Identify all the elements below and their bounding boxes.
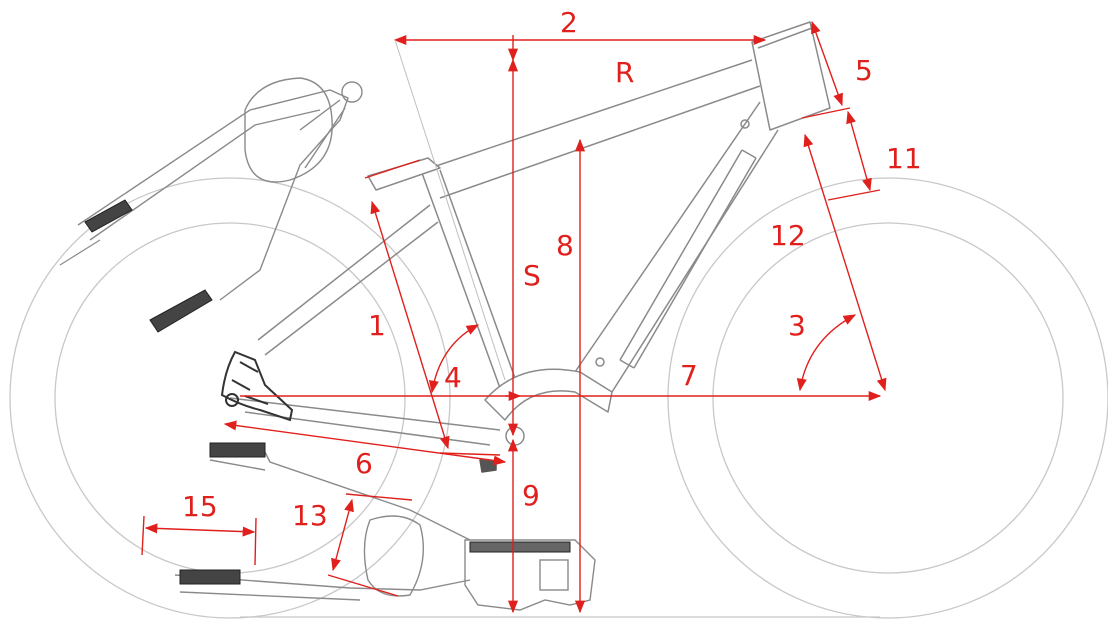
label-5: 5 xyxy=(855,54,873,87)
head-tube xyxy=(751,21,831,131)
chain-stay xyxy=(229,397,501,446)
label-r: R xyxy=(615,56,634,89)
top-tube xyxy=(429,59,761,199)
bike-frame xyxy=(229,21,831,473)
dim-1-line xyxy=(370,200,450,450)
label-s: S xyxy=(523,259,541,292)
label-6: 6 xyxy=(355,447,373,480)
label-1: 1 xyxy=(368,309,386,342)
label-11: 11 xyxy=(886,142,922,175)
dim-3-arc xyxy=(796,314,857,392)
dim-4-arc xyxy=(428,324,480,394)
dim-6-line xyxy=(223,420,507,466)
dim-5-line xyxy=(811,20,843,107)
loose-dropout-top-clamp xyxy=(84,199,213,333)
bottom-bracket xyxy=(505,426,525,446)
seat-tube xyxy=(417,161,521,393)
front-wheel xyxy=(667,177,1108,619)
dimension-labels: 2 R 5 11 12 8 S 1 4 3 7 6 9 13 15 xyxy=(182,6,922,532)
label-3: 3 xyxy=(788,309,806,342)
dim-15-line xyxy=(144,523,256,537)
label-2: 2 xyxy=(560,6,578,39)
loose-dropout-top xyxy=(77,77,363,301)
down-tube xyxy=(574,101,779,393)
label-13: 13 xyxy=(292,499,328,532)
dimension-lines xyxy=(141,20,887,614)
rear-dropout xyxy=(220,350,294,422)
dim-13-line xyxy=(331,498,354,572)
seat-stay xyxy=(257,204,439,356)
dim-11-line xyxy=(846,110,872,192)
battery xyxy=(619,149,757,369)
dim-12-line xyxy=(803,133,887,392)
label-7: 7 xyxy=(680,359,698,392)
label-9: 9 xyxy=(522,479,540,512)
seat-reference-line xyxy=(394,39,506,381)
label-12: 12 xyxy=(770,219,806,252)
label-4: 4 xyxy=(444,361,462,394)
loose-chainstay-bottom xyxy=(174,444,596,611)
label-15: 15 xyxy=(182,490,218,523)
label-8: 8 xyxy=(556,229,574,262)
